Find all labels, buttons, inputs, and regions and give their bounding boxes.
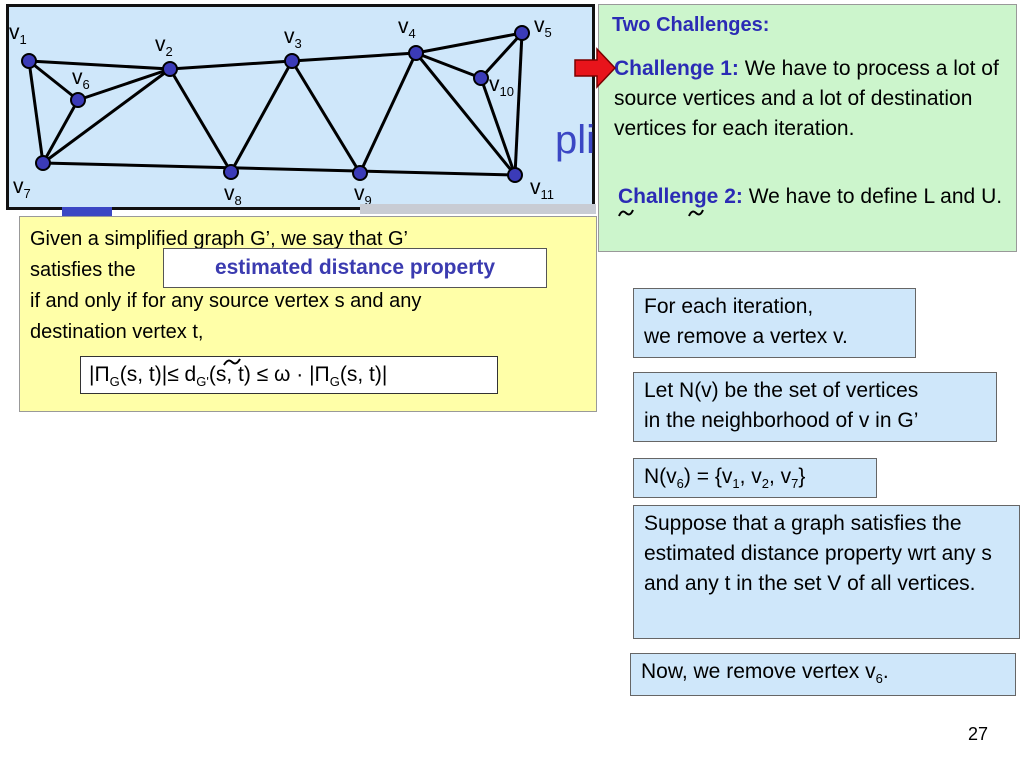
tilde-u-icon <box>688 209 704 217</box>
edge-v6-v7 <box>41 99 80 164</box>
vertex-v11 <box>507 167 523 183</box>
iteration-line-2: we remove a vertex v. <box>644 325 848 348</box>
vertex-label-v5: v5 <box>534 14 552 41</box>
edge-v1-v6 <box>28 59 79 102</box>
tilde-l-icon <box>618 209 634 217</box>
neighborhood-line-1: Let N(v) be the set of vertices <box>644 379 919 402</box>
vertex-label-v3: v3 <box>284 25 302 52</box>
edge-v4-v10 <box>415 51 482 80</box>
vertex-v8 <box>223 164 239 180</box>
suppose-note: Suppose that a graph satisfies the estim… <box>633 505 1020 639</box>
tilde-d-icon <box>223 358 241 366</box>
title-underline <box>360 204 596 214</box>
edge-v10-v11 <box>479 77 517 176</box>
edge-v10-v5 <box>479 31 524 80</box>
vertex-v6 <box>70 92 86 108</box>
vertex-v1 <box>21 53 37 69</box>
slide-title-fragment: pli <box>555 118 596 162</box>
remove-vertex-note: Now, we remove vertex v6. <box>630 653 1016 696</box>
edge-v1-v2 <box>28 59 171 71</box>
vertex-label-v10: v10 <box>489 73 514 100</box>
edge-v4-v9 <box>358 52 418 174</box>
iteration-line-1: For each iteration, <box>644 295 814 318</box>
edge-v3-v9 <box>290 60 362 174</box>
definition-line-4: destination vertex t, <box>30 321 204 343</box>
edge-v3-v8 <box>229 60 294 173</box>
edge-v4-v5 <box>415 31 523 55</box>
edge-v7-v2 <box>42 67 171 165</box>
challenges-box <box>598 4 1017 252</box>
neighborhood-line-2: in the neighborhood of v in G’ <box>644 409 919 432</box>
vertex-v2 <box>162 61 178 77</box>
edge-v3-v4 <box>291 51 417 63</box>
challenges-title: Two Challenges: <box>612 14 770 36</box>
vertex-v4 <box>408 45 424 61</box>
edge-v5-v11 <box>513 32 524 176</box>
formula-box: |ΠG(s, t)|≤ dG'(s, t) ≤ ω · |ΠG(s, t)| <box>80 356 498 394</box>
edge-v6-v2 <box>77 67 171 102</box>
red-arrow-icon <box>574 47 617 89</box>
edge-v2-v8 <box>168 68 233 173</box>
edge-v4-v11 <box>414 52 517 176</box>
page-number: 27 <box>968 724 989 744</box>
vertex-label-v6: v6 <box>72 66 90 93</box>
vertex-label-v2: v2 <box>155 33 173 60</box>
vertex-v7 <box>35 155 51 171</box>
definition-line-3: if and only if for any source vertex s a… <box>30 290 422 312</box>
vertex-label-v9: v9 <box>354 182 372 209</box>
iteration-note: For each iteration, we remove a vertex v… <box>633 288 916 358</box>
definition-line-1: Given a simplified graph G’, we say that… <box>30 228 408 250</box>
vertex-v3 <box>284 53 300 69</box>
vertex-v9 <box>352 165 368 181</box>
edge-v1-v7 <box>27 60 45 164</box>
vertex-label-v11: v11 <box>530 176 554 203</box>
graph-diagram <box>21 25 530 183</box>
vertex-v10 <box>473 70 489 86</box>
neighborhood-note: Let N(v) be the set of vertices in the n… <box>633 372 997 442</box>
estimated-distance-property-label: estimated distance property <box>163 248 547 288</box>
edge-v7-v11 <box>42 161 516 177</box>
vertex-v5 <box>514 25 530 41</box>
edge-v2-v3 <box>169 59 293 71</box>
definition-text: Given a simplified graph G’, we say that… <box>30 224 590 348</box>
nv6-note: N(v6) = {v1, v2, v7} <box>633 458 877 498</box>
vertex-label-v7: v7 <box>13 175 31 202</box>
challenge-2-text: Challenge 2: We have to define L and U. <box>618 185 1003 208</box>
challenge-1-text: Challenge 1: We have to process a lot of… <box>614 57 999 140</box>
definition-line-2: satisfies the <box>30 259 136 281</box>
vertex-label-v1: v1 <box>9 21 27 48</box>
vertex-label-v4: v4 <box>398 15 416 42</box>
vertex-label-v8: v8 <box>224 182 242 209</box>
